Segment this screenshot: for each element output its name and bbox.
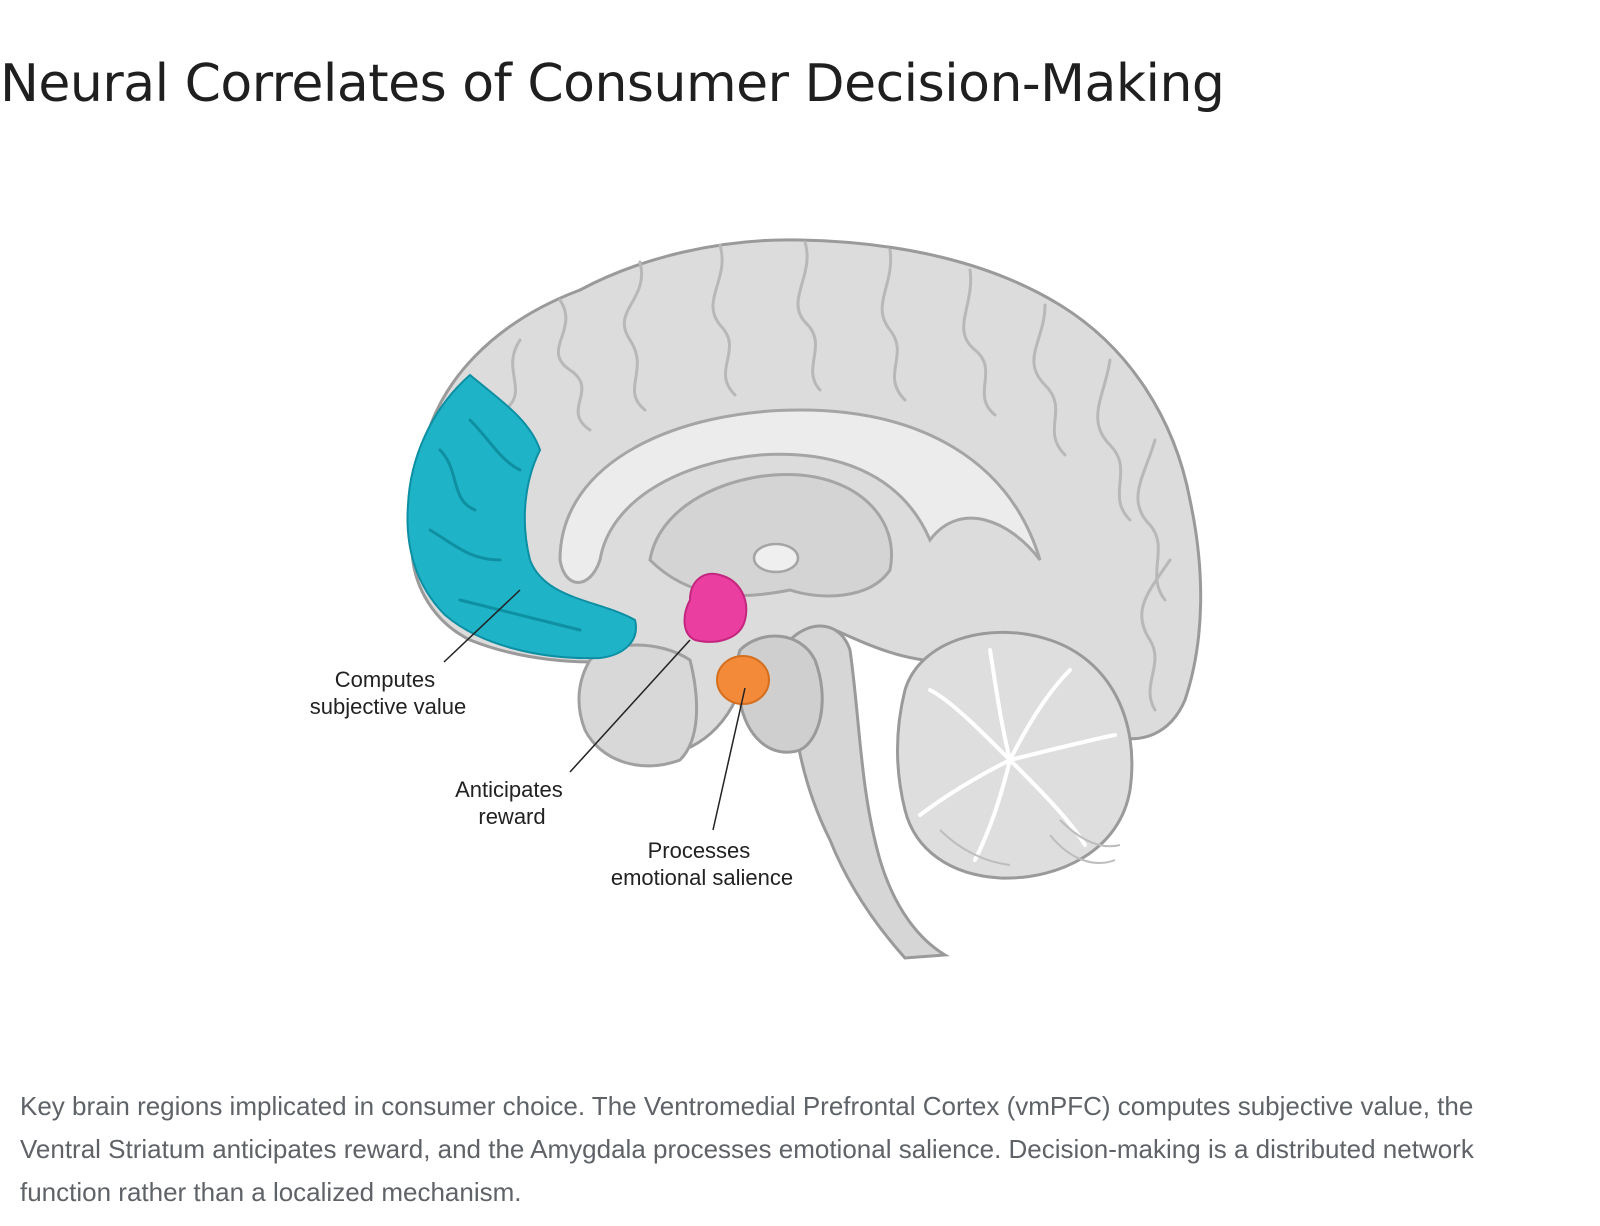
figure-caption: Key brain regions implicated in consumer… (20, 1091, 1474, 1207)
temporal-lobe (577, 643, 698, 768)
amygdala-region (716, 655, 770, 705)
striatum-leader-line (569, 639, 691, 773)
vmpfc-region (406, 373, 637, 660)
striatum-label-line-2: reward (478, 804, 545, 829)
amygdala-label-line-1: Processes (648, 838, 751, 863)
vmpfc-leader-line (443, 589, 521, 663)
vmpfc-label-line-2: subjective value (310, 694, 467, 719)
brainstem (788, 624, 950, 960)
page-title: Neural Correlates of Consumer Decision-M… (0, 54, 1225, 114)
ventral-striatum-region (683, 572, 748, 643)
cortex-gyri (503, 240, 1172, 712)
vmpfc-label-line-1: Computes (335, 667, 435, 692)
vmpfc-callout-label: Computes subjective value (310, 667, 467, 719)
vmpfc-gyri (428, 418, 582, 632)
brain-sagittal-diagram: Computes subjective value Anticipates re… (310, 238, 1203, 960)
amygdala-leader-line (712, 687, 746, 831)
brain-figure: Computes subjective value Anticipates re… (0, 150, 1600, 1050)
amygdala-label-line-2: emotional salience (611, 865, 793, 890)
corpus-callosum (558, 408, 1042, 584)
amygdala-callout-label: Processes emotional salience (611, 838, 793, 890)
fornix-ventricle (752, 542, 800, 574)
striatum-label-line-1: Anticipates (455, 777, 563, 802)
striatum-callout-label: Anticipates reward (455, 777, 569, 829)
cerebellum (896, 630, 1134, 880)
